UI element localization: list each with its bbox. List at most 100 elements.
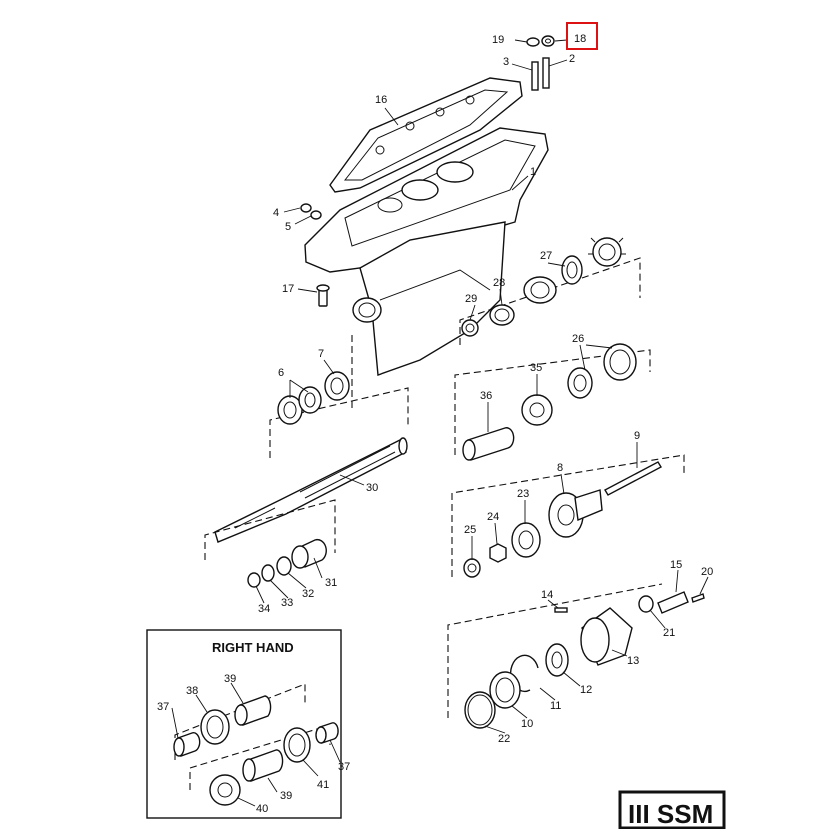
shim-29[interactable] — [489, 304, 515, 326]
washer-32[interactable] — [276, 556, 292, 576]
callout-10[interactable]: 10 — [521, 718, 533, 730]
bearing-31[interactable] — [291, 538, 327, 569]
seal-6b[interactable] — [298, 386, 322, 414]
callout-19[interactable]: 19 — [492, 34, 504, 46]
callout-23[interactable]: 23 — [517, 488, 529, 500]
callout-40[interactable]: 40 — [256, 803, 268, 815]
callout-34[interactable]: 34 — [258, 603, 270, 615]
washer-10[interactable] — [489, 671, 521, 709]
bearing-27[interactable] — [561, 255, 583, 285]
washer-19[interactable] — [526, 37, 540, 47]
callout-2[interactable]: 2 — [569, 53, 575, 65]
callout-3[interactable]: 3 — [503, 56, 509, 68]
group-bracket-31 — [204, 499, 336, 560]
inset-title: RIGHT HAND — [212, 640, 294, 655]
callout-8[interactable]: 8 — [557, 462, 563, 474]
sleeve-39a[interactable] — [234, 695, 272, 726]
bearing-7[interactable] — [324, 371, 350, 401]
washer-5[interactable] — [310, 210, 322, 220]
callout-27[interactable]: 27 — [540, 250, 552, 262]
nut-18[interactable] — [541, 35, 555, 47]
callout-26[interactable]: 26 — [572, 333, 584, 345]
cup-26[interactable] — [603, 343, 637, 381]
carrier-8[interactable] — [548, 489, 603, 538]
nut-34[interactable] — [247, 572, 261, 588]
leader-lines — [255, 39, 709, 734]
gear-housing-13[interactable] — [580, 607, 633, 666]
nut-24[interactable] — [489, 543, 507, 563]
ssm-logo: III SSM — [618, 790, 726, 829]
callout-17[interactable]: 17 — [282, 283, 294, 295]
nut-21[interactable] — [638, 595, 654, 613]
callout-15[interactable]: 15 — [670, 559, 682, 571]
callout-11[interactable]: 11 — [550, 700, 561, 712]
highlight-box-18 — [566, 22, 598, 50]
nut-4[interactable] — [300, 203, 312, 213]
group-bracket-27 — [459, 257, 641, 345]
cup-28[interactable] — [523, 276, 557, 304]
callout-14[interactable]: 14 — [541, 589, 553, 601]
cup-38[interactable] — [200, 709, 230, 745]
washer-29b[interactable] — [461, 319, 479, 337]
callout-39-bottom[interactable]: 39 — [280, 790, 292, 802]
callout-22[interactable]: 22 — [498, 733, 510, 745]
callout-25[interactable]: 25 — [464, 524, 476, 536]
stud-9[interactable] — [604, 461, 662, 496]
sleeve-39b[interactable] — [242, 749, 284, 782]
callout-20[interactable]: 20 — [701, 566, 713, 578]
callout-39-top[interactable]: 39 — [224, 673, 236, 685]
logo-text: III SSM — [628, 799, 713, 829]
bearing-37a[interactable] — [173, 732, 201, 757]
callout-33[interactable]: 33 — [281, 597, 293, 609]
pinion-gear-35[interactable] — [521, 394, 553, 426]
stud-2[interactable] — [542, 57, 550, 89]
bearing-37b[interactable] — [315, 722, 339, 744]
callout-6[interactable]: 6 — [278, 367, 284, 379]
callout-32[interactable]: 32 — [302, 588, 314, 600]
callout-31[interactable]: 31 — [325, 577, 337, 589]
cone-15[interactable] — [657, 591, 689, 614]
bolt-17[interactable] — [316, 284, 330, 307]
callout-29[interactable]: 29 — [465, 293, 477, 305]
stud-3[interactable] — [531, 61, 539, 91]
group-bracket-8 — [451, 454, 685, 577]
callout-38[interactable]: 38 — [186, 685, 198, 697]
callout-30[interactable]: 30 — [366, 482, 378, 494]
ring-22[interactable] — [464, 691, 496, 729]
callout-41[interactable]: 41 — [317, 779, 329, 791]
callout-4[interactable]: 4 — [273, 207, 279, 219]
callout-18[interactable]: 18 — [574, 33, 586, 45]
pin-20[interactable] — [691, 593, 705, 603]
callout-13[interactable]: 13 — [627, 655, 639, 667]
gearcase-housing-1[interactable] — [304, 127, 549, 376]
gear-40[interactable] — [209, 774, 241, 806]
bearing-26[interactable] — [567, 367, 593, 399]
callout-21[interactable]: 21 — [663, 627, 675, 639]
callout-9[interactable]: 9 — [634, 430, 640, 442]
callout-7[interactable]: 7 — [318, 348, 324, 360]
gear-upper[interactable] — [588, 237, 626, 267]
callout-12[interactable]: 12 — [580, 684, 592, 696]
pin-14[interactable] — [554, 607, 568, 613]
thrust-hub-12[interactable] — [545, 643, 569, 677]
callout-28[interactable]: 28 — [493, 277, 505, 289]
propeller-shaft-30[interactable] — [214, 437, 408, 543]
gasket-16[interactable] — [329, 77, 523, 193]
callout-1[interactable]: 1 — [530, 166, 536, 178]
callout-5[interactable]: 5 — [285, 221, 291, 233]
callout-16[interactable]: 16 — [375, 94, 387, 106]
callout-35[interactable]: 35 — [530, 362, 542, 374]
callout-36[interactable]: 36 — [480, 390, 492, 402]
group-bracket-26 — [454, 349, 651, 455]
gear-23[interactable] — [511, 522, 541, 558]
callout-24[interactable]: 24 — [487, 511, 499, 523]
callout-labels: 19 18 3 2 16 1 4 5 17 6 7 29 28 27 26 35… — [258, 33, 713, 745]
washer-33[interactable] — [261, 564, 275, 582]
callout-37-top[interactable]: 37 — [157, 701, 169, 713]
cup-41[interactable] — [283, 727, 311, 763]
sleeve-36[interactable] — [462, 427, 515, 461]
washer-25[interactable] — [463, 558, 481, 578]
group-bracket-6 — [269, 387, 409, 458]
callout-37-bottom[interactable]: 37 — [338, 761, 350, 773]
